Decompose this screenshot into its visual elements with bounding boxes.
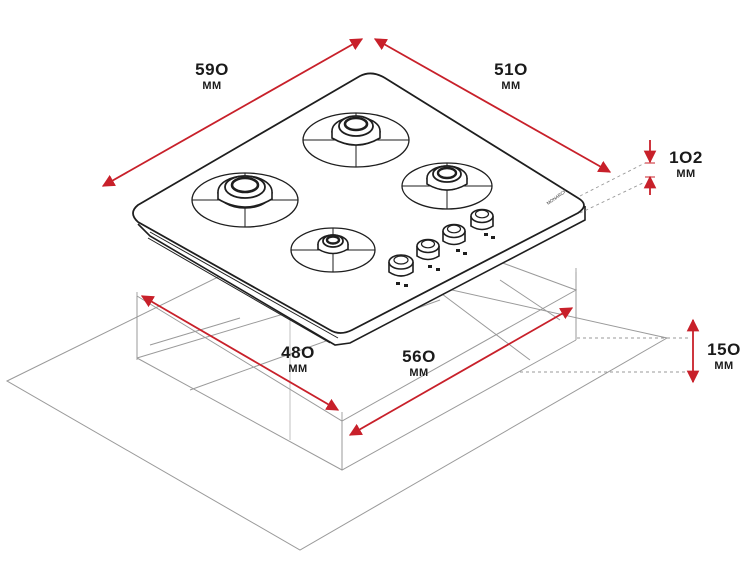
- knob-1: [388, 254, 414, 287]
- burner-right: [401, 162, 493, 210]
- cutout-width-dimension-line: [348, 307, 574, 436]
- cutout-depth-dimension-line: [140, 295, 340, 411]
- cutout-depth-value: 48O: [281, 343, 315, 362]
- hob-top-plate: [132, 72, 585, 334]
- label-cutout-depth: 48O MM: [281, 343, 315, 375]
- width-value: 59O: [195, 60, 229, 79]
- burner-front: [290, 227, 376, 273]
- depth-dimension-line: [373, 38, 612, 173]
- extension-lines: [520, 162, 690, 373]
- label-depth: 51O MM: [494, 60, 528, 92]
- depth-value: 51O: [494, 60, 528, 79]
- clearance-value: 15O: [707, 340, 741, 359]
- label-cutout-width: 56O MM: [402, 347, 436, 379]
- knob-3: [442, 223, 467, 255]
- cutout-floor: [136, 339, 577, 471]
- label-clearance: 15O MM: [707, 340, 741, 372]
- knob-2: [416, 238, 440, 271]
- clearance-unit: MM: [714, 360, 733, 372]
- depth-unit: MM: [501, 80, 520, 92]
- dimension-lines: [101, 38, 700, 436]
- burner-left: [191, 172, 299, 228]
- height-unit: MM: [676, 168, 695, 180]
- knob-4: [470, 208, 495, 239]
- width-dimension-line: [101, 38, 364, 187]
- cutout-depth-unit: MM: [288, 363, 307, 375]
- cutout-width-value: 56O: [402, 347, 436, 366]
- label-width: 59O MM: [195, 60, 229, 92]
- label-height: 1O2 MM: [669, 148, 703, 180]
- width-unit: MM: [202, 80, 221, 92]
- height-value: 1O2: [669, 148, 703, 167]
- cutout-width-unit: MM: [409, 367, 428, 379]
- burner-rear: [302, 112, 410, 168]
